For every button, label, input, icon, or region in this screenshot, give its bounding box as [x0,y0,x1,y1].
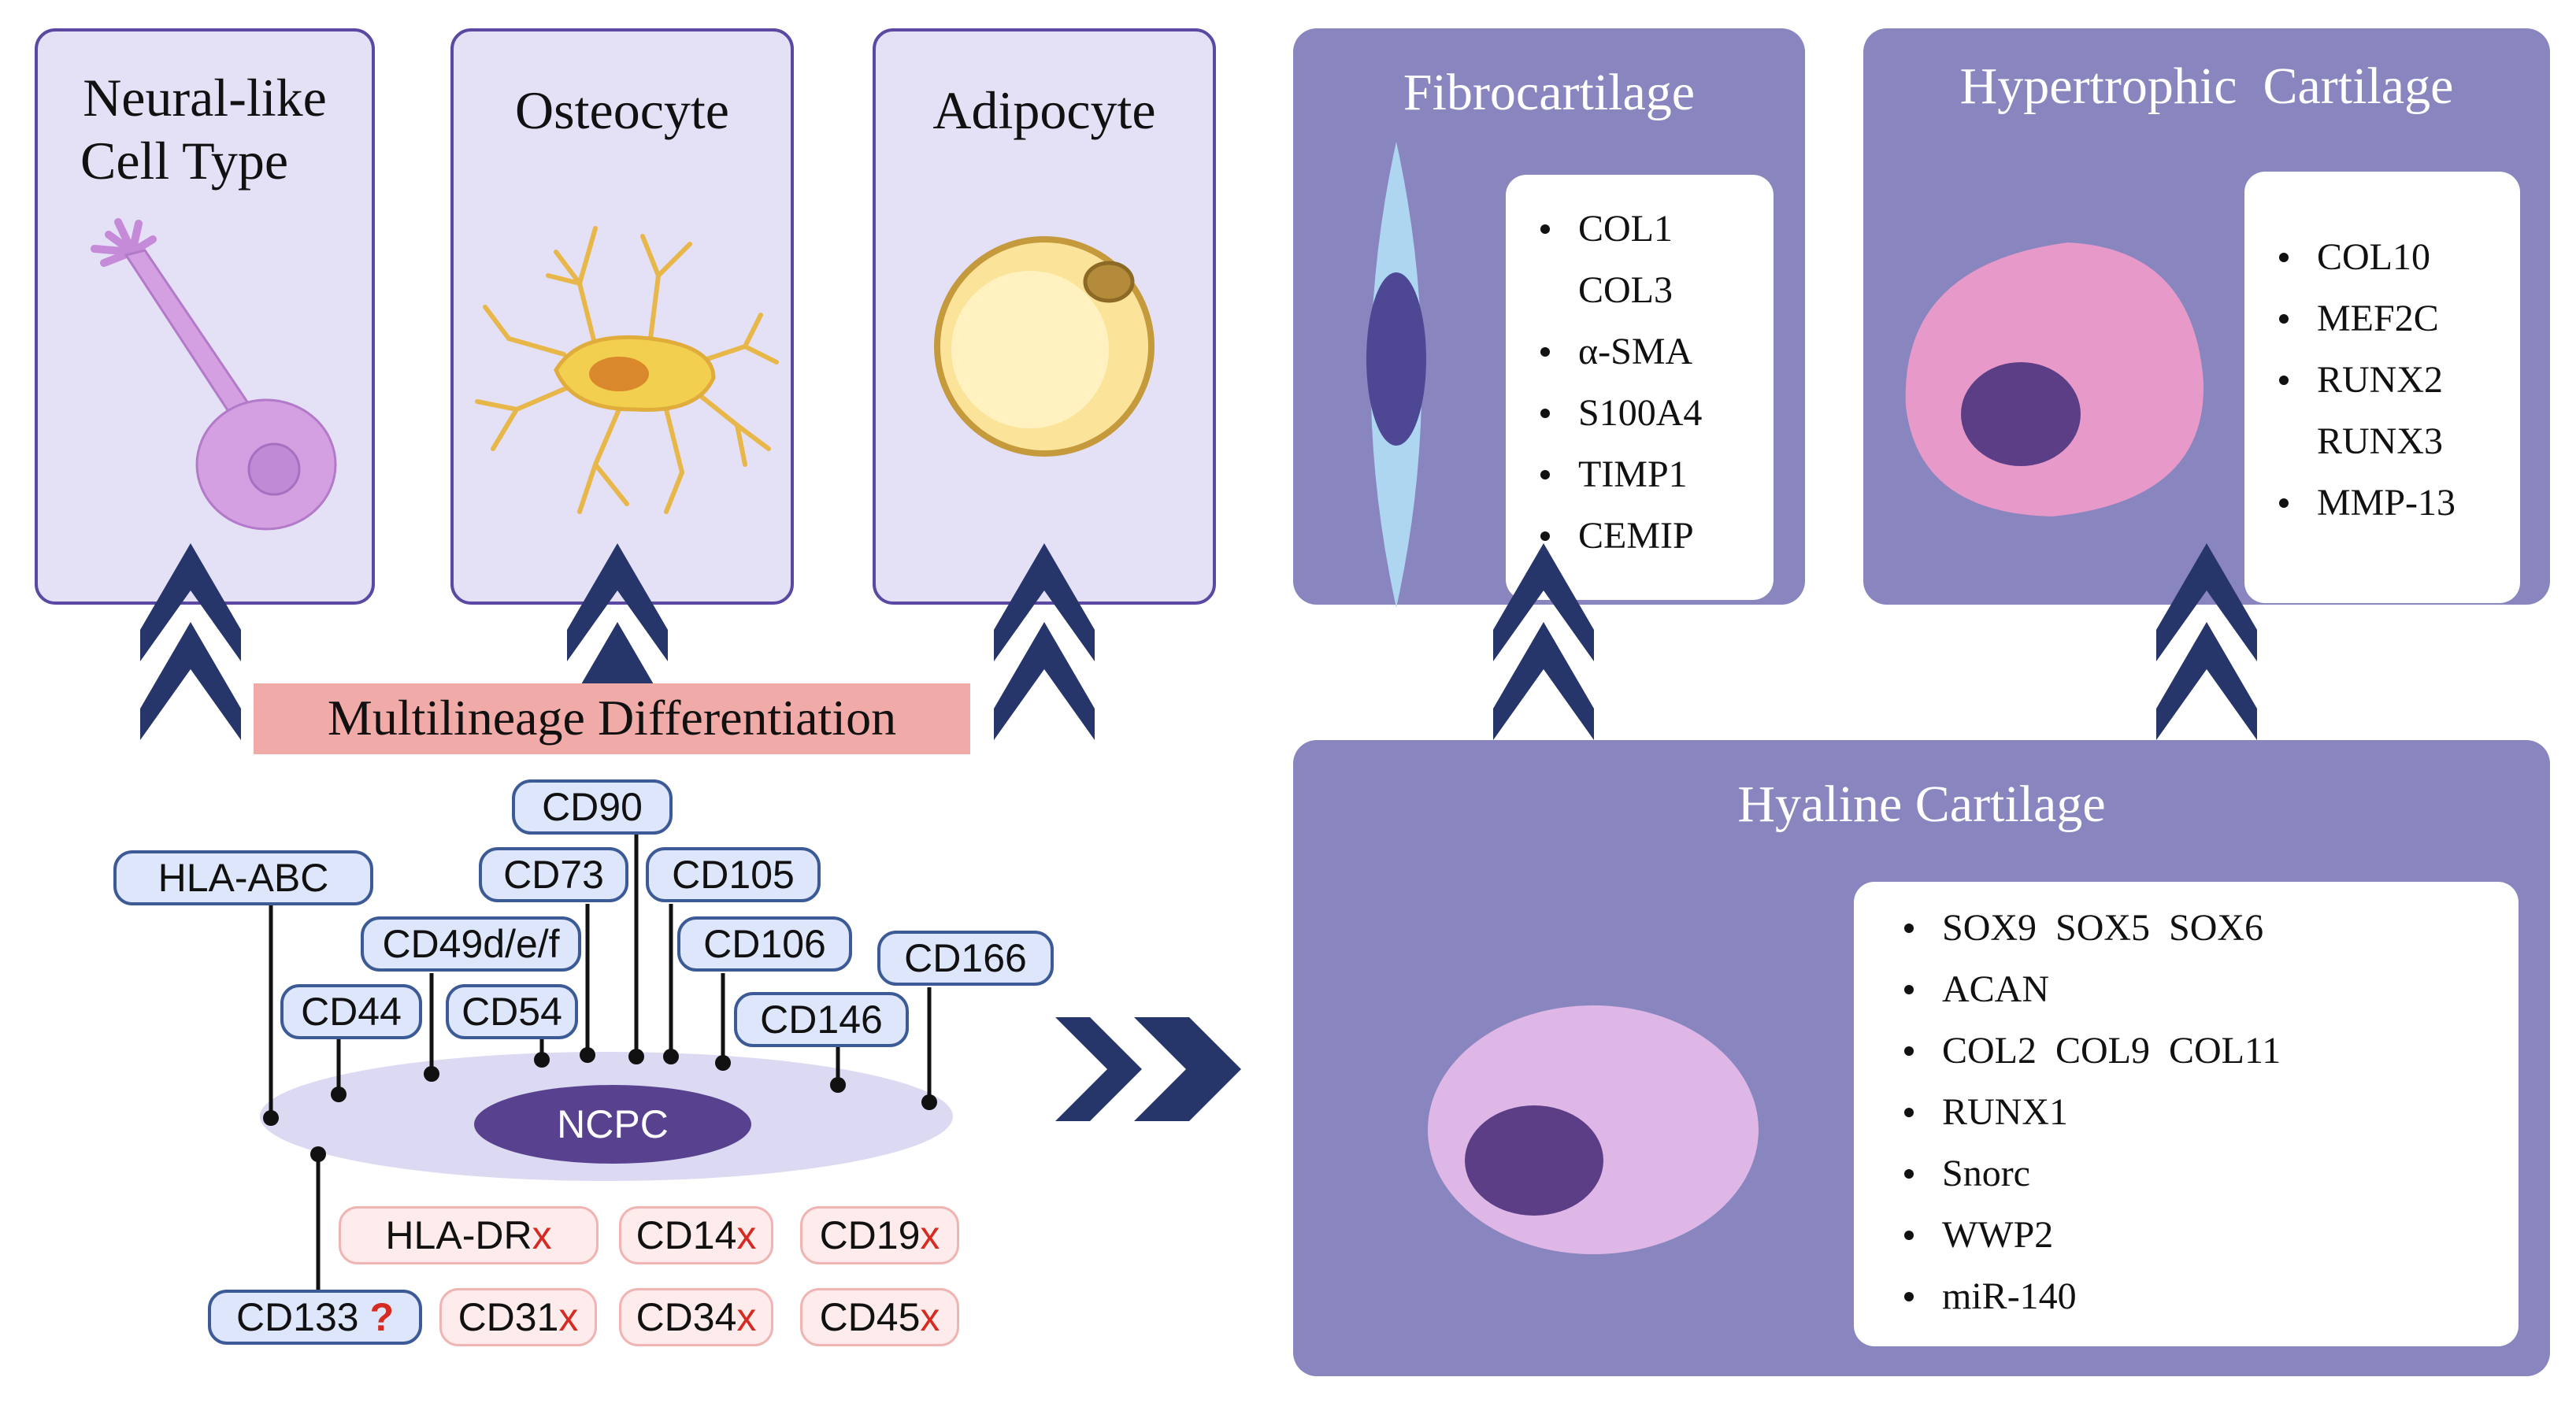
ncpc-connector-lines [260,830,953,1291]
marker-item: Snorc [1898,1143,2281,1205]
marker-cd49: CD49d/e/f [361,916,581,972]
cross-icon: x [920,1295,940,1339]
chevron-up-icon [994,543,1095,740]
marker-cd19: CD19x [800,1206,959,1264]
marker-cd90: CD90 [512,779,673,835]
marker-item: MEF2C [2273,288,2456,350]
marker-cd106: CD106 [677,916,852,972]
marker-item: COL1 [1534,198,1702,260]
marker-hla-dr: HLA-DRx [339,1206,599,1264]
marker-item: RUNX1 [1898,1082,2281,1143]
multilineage-differentiation-banner: Multilineage Differentiation [254,683,970,754]
hyaline-title: Hyaline Cartilage [1737,776,2106,833]
osteocyte-title: Osteocyte [515,80,729,140]
adipocyte-title: Adipocyte [932,80,1156,140]
marker-cd14: CD14x [619,1206,773,1264]
marker-item: COL2 COL9 COL11 [1898,1020,2281,1082]
marker-cd34: CD34x [619,1288,773,1346]
marker-item: MMP-13 [2273,472,2456,534]
marker-item: RUNX3 [2317,420,2444,462]
marker-item: CEMIP [1534,505,1702,567]
neuron-icon [91,218,337,531]
marker-hla-abc: HLA-ABC [113,850,373,905]
ncpc-label: NCPC [557,1102,669,1146]
cross-icon: x [736,1295,757,1339]
neural-title-line2: Cell Type [80,131,289,191]
marker-cd133: CD133 ? [208,1290,422,1345]
marker-cd146: CD146 [734,992,909,1047]
osteocyte-panel: Osteocyte [450,28,794,605]
marker-item: WWP2 [1898,1205,2281,1266]
marker-item: TIMP1 [1534,444,1702,505]
cross-icon: x [532,1213,552,1257]
marker-cd105: CD105 [646,847,821,902]
hypertrophic-cell-icon [1905,242,2204,516]
marker-cd31: CD31x [439,1288,597,1346]
cross-icon: x [736,1213,757,1257]
adipocyte-panel: Adipocyte [873,28,1216,605]
marker-cd54: CD54 [446,984,578,1039]
marker-cd44: CD44 [280,984,422,1039]
marker-cd166: CD166 [877,931,1054,986]
chevron-up-icon [1493,543,1594,740]
chevron-up-icon [140,543,241,740]
marker-item: SOX9 SOX5 SOX6 [1898,898,2281,959]
marker-item: α-SMA [1534,321,1702,383]
marker-item: S100A4 [1534,383,1702,444]
chevron-up-icon [2156,543,2257,740]
marker-item: ACAN [1898,959,2281,1020]
marker-cd133-label: CD133 [235,1295,359,1339]
marker-item: RUNX2 [2273,350,2456,411]
marker-cd73: CD73 [479,847,628,902]
fibroblast-cell-icon [1366,142,1426,608]
hypertrophic-title: Hypertrophic Cartilage [1959,57,2454,115]
fibrocartilage-title: Fibrocartilage [1403,64,1696,121]
osteocyte-icon [475,226,779,514]
neural-title-line1: Neural-like [83,68,327,128]
cross-icon: x [920,1213,940,1257]
adipocyte-icon [934,236,1155,457]
marker-item: COL10 [2273,227,2456,288]
marker-item: COL3 [1578,269,1673,311]
marker-item: miR-140 [1898,1266,2281,1327]
neural-cell-panel: Neural-like Cell Type [35,28,375,605]
chevron-right-icon [1055,1017,1241,1121]
chondrocyte-cell-icon [1428,1005,1759,1254]
cross-icon: x [558,1295,579,1339]
marker-cd45: CD45x [800,1288,959,1346]
question-mark-icon: ? [369,1295,395,1339]
